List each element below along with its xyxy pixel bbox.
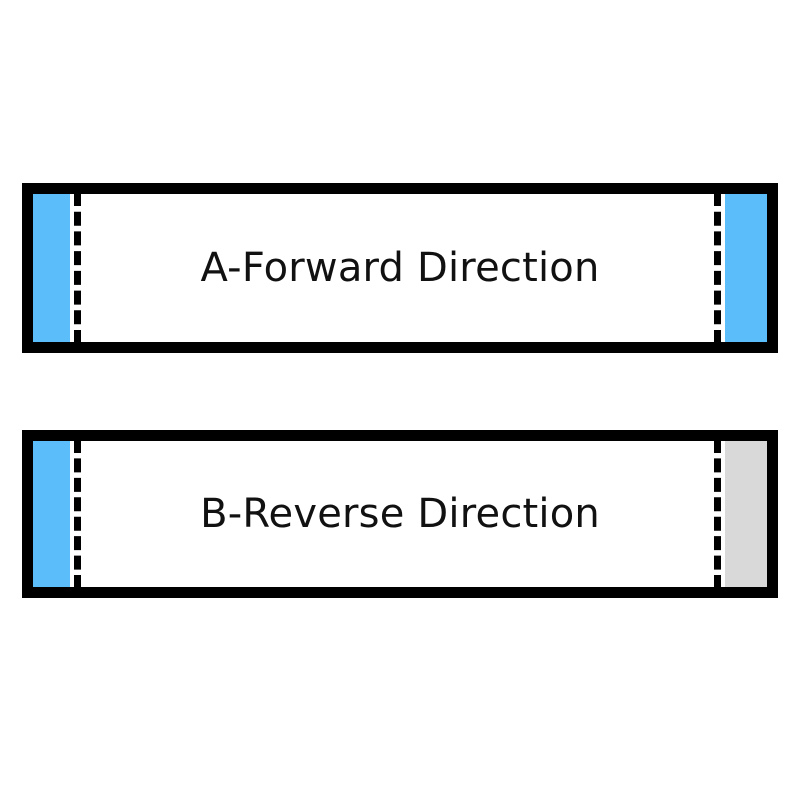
strip-a-right-dashed-boundary [714,192,721,344]
strip-b-caption: B-Reverse Direction [200,491,600,537]
strip-b-right-dashed-boundary [714,439,721,589]
strip-a-interior: A-Forward Direction [33,192,767,344]
strip-a-left-end-block [33,194,70,342]
strip-diagram-a: A-Forward Direction [22,183,778,353]
strip-a-right-end-block [725,194,767,342]
strip-b-left-end-block [33,441,70,587]
strip-b-left-dashed-boundary [74,439,81,589]
strip-diagram-b: B-Reverse Direction [22,430,778,598]
strip-b-right-end-block [725,441,767,587]
strip-b-interior: B-Reverse Direction [33,439,767,589]
strip-a-left-dashed-boundary [74,192,81,344]
strip-a-caption: A-Forward Direction [200,245,600,291]
